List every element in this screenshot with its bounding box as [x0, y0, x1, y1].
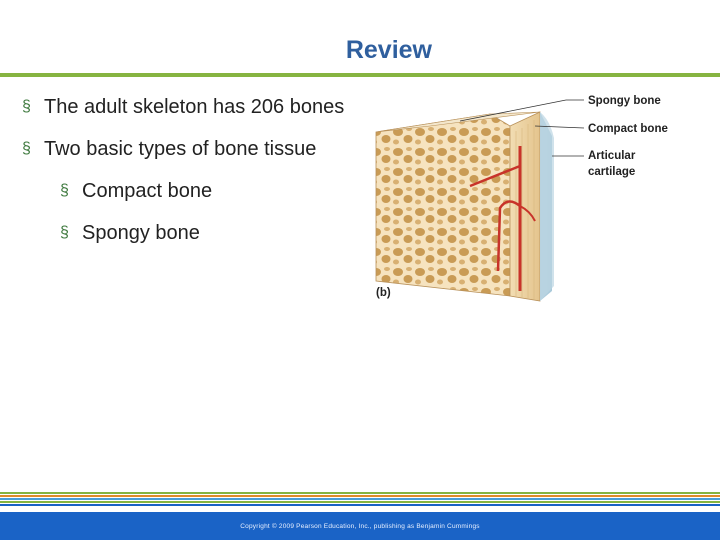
spongy-bone-region	[375, 113, 511, 297]
callout-articular-1: Articular	[588, 150, 636, 162]
compact-bone-region	[509, 111, 541, 302]
bullet-marker-icon: §	[60, 224, 69, 241]
sub-bullet-item: § Compact bone	[60, 178, 362, 204]
bullet-marker-icon: §	[60, 182, 69, 199]
stripe-green-2	[0, 501, 720, 503]
copyright-text: Copyright © 2009 Pearson Education, Inc.…	[240, 523, 480, 530]
stripe-blue	[0, 504, 720, 506]
callout-compact-bone: Compact bone	[588, 123, 668, 135]
sub-bullet-text: Spongy bone	[82, 222, 200, 244]
stripe-green	[0, 492, 720, 494]
bone-tissue-illustration: Spongy bone Compact bone Articular carti…	[375, 95, 668, 302]
footer-bar: Copyright © 2009 Pearson Education, Inc.…	[0, 512, 720, 540]
title-divider	[0, 73, 720, 77]
callout-spongy-bone: Spongy bone	[588, 95, 661, 107]
stripe-lightblue	[0, 498, 720, 500]
bullet-list: § The adult skeleton has 206 bones § Two…	[22, 94, 362, 262]
footer-stripes	[0, 492, 720, 507]
bullet-item: § The adult skeleton has 206 bones	[22, 94, 362, 120]
bullet-marker-icon: §	[22, 98, 31, 115]
sub-bullet-item: § Spongy bone	[60, 220, 362, 246]
sub-bullet-text: Compact bone	[82, 180, 213, 202]
stripe-orange	[0, 495, 720, 497]
bullet-text: The adult skeleton has 206 bones	[44, 96, 345, 118]
callout-articular-2: cartilage	[588, 166, 635, 178]
panel-label: (b)	[376, 287, 391, 299]
bullet-text: Two basic types of bone tissue	[44, 138, 317, 160]
bullet-item: § Two basic types of bone tissue	[22, 136, 362, 162]
slide-title: Review	[345, 36, 432, 64]
bullet-marker-icon: §	[22, 140, 31, 157]
